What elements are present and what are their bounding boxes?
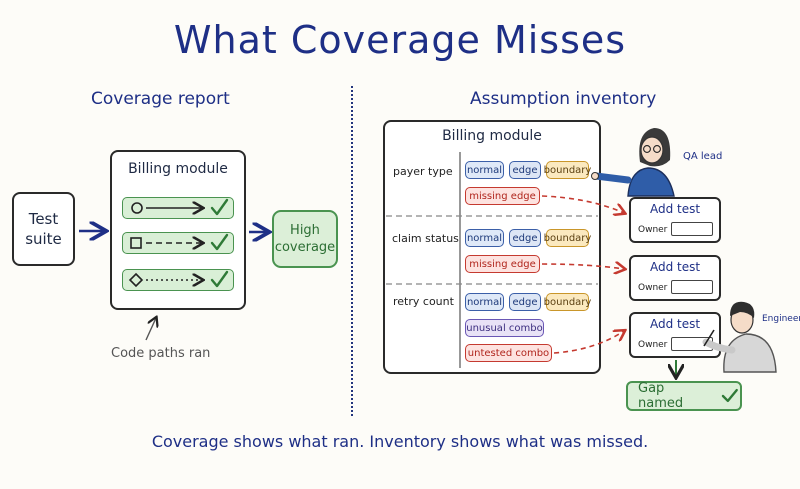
high-coverage-label: High coverage (274, 223, 336, 255)
chip-missing-edge: missing edge (465, 187, 540, 205)
coverage-report-heading: Coverage report (91, 89, 230, 109)
add-test-card[interactable]: Add test Owner (629, 255, 721, 301)
owner-label: Owner (638, 225, 668, 235)
chip-edge: edge (509, 229, 541, 247)
row-label-payer-type: payer type (393, 165, 453, 178)
chip-edge: edge (509, 293, 541, 311)
chip-normal: normal (465, 229, 504, 247)
add-test-card[interactable]: Add test Owner (629, 197, 721, 243)
test-suite-label: Test suite (25, 210, 62, 248)
test-suite-box: Test suite (12, 192, 75, 266)
arrow-icon (145, 318, 156, 341)
check-icon (722, 388, 739, 403)
high-coverage-box: High coverage (272, 210, 338, 268)
row-label-retry-count: retry count (393, 295, 454, 308)
row-label-claim-status: claim status (392, 232, 459, 245)
chip-edge: edge (509, 161, 541, 179)
chip-normal: normal (465, 293, 504, 311)
add-test-title: Add test (649, 202, 701, 216)
add-test-title: Add test (649, 317, 701, 331)
owner-field[interactable] (671, 337, 713, 351)
gap-named-label: Gap named (638, 381, 684, 411)
chip-unusual-combo: unusual combo (465, 319, 544, 337)
owner-label: Owner (638, 283, 668, 293)
chip-missing-edge: missing edge (465, 255, 540, 273)
section-divider (351, 86, 353, 416)
billing-module-title: Billing module (128, 161, 228, 177)
chip-boundary: boundary (544, 229, 591, 247)
gap-named-box: Gap named (626, 381, 742, 411)
chip-boundary: boundary (544, 161, 591, 179)
add-test-title: Add test (649, 260, 701, 274)
assumption-inventory-heading: Assumption inventory (470, 89, 657, 109)
qa-lead-label: QA lead (683, 151, 723, 162)
qa-lead-person-icon (591, 128, 675, 197)
owner-label: Owner (638, 340, 668, 350)
owner-field[interactable] (671, 280, 713, 294)
code-paths-annotation: Code paths ran (111, 346, 211, 361)
code-path-dotted (122, 269, 234, 291)
chip-untested-combo: untested combo (465, 344, 552, 362)
owner-field[interactable] (671, 222, 713, 236)
chip-normal: normal (465, 161, 504, 179)
inventory-module-title: Billing module (442, 128, 542, 144)
caption: Coverage shows what ran. Inventory shows… (151, 432, 649, 451)
page-title: What Coverage Misses (173, 18, 627, 62)
engineer-label: Engineer (762, 314, 800, 324)
add-test-card[interactable]: Add test Owner (629, 312, 721, 358)
chip-boundary: boundary (544, 293, 591, 311)
code-path-solid (122, 197, 234, 219)
code-path-dashed (122, 232, 234, 254)
